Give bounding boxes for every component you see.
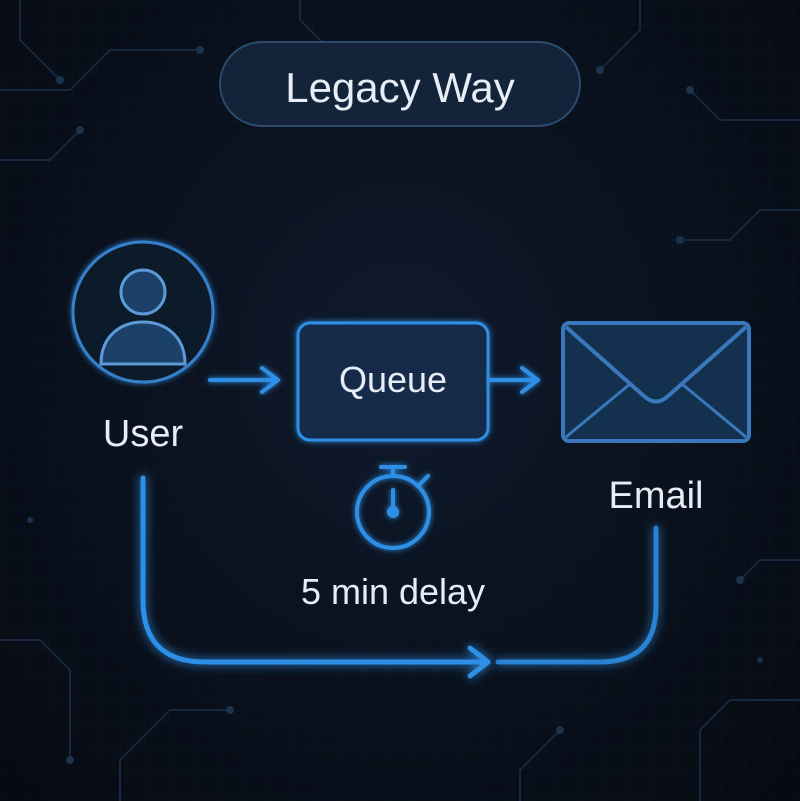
queue-label: Queue (339, 359, 447, 400)
stopwatch-icon (355, 465, 431, 550)
direct-path-user-to-email (140, 475, 659, 679)
user-label: User (103, 413, 184, 455)
user-icon (99, 268, 187, 366)
arrow-user-to-queue (208, 366, 280, 394)
user-node: User (71, 240, 215, 455)
title-pill: Legacy Way (219, 41, 581, 127)
email-label: Email (608, 475, 703, 517)
envelope-icon (561, 321, 751, 443)
queue-node: Queue (296, 321, 490, 442)
delay-label: 5 min delay (301, 571, 485, 612)
arrow-queue-to-email (488, 366, 540, 394)
email-node: Email (561, 321, 751, 517)
diagram-title: Legacy Way (285, 64, 515, 111)
